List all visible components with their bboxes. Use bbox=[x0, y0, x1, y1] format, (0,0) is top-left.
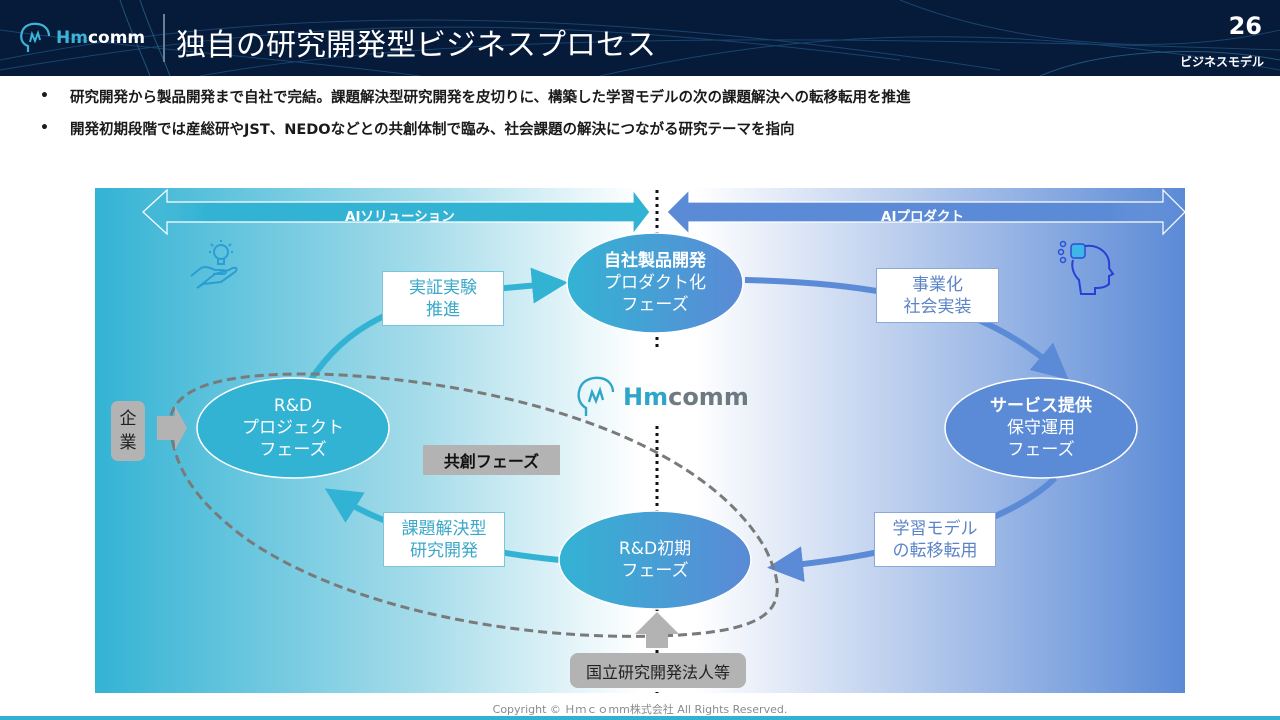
header-divider bbox=[163, 14, 165, 62]
kigyo-char1: 企 bbox=[119, 409, 137, 429]
ai-product-arrow bbox=[666, 188, 1185, 236]
phase-bottom-line1: R&D初期 bbox=[618, 539, 692, 559]
business-process-diagram: AIソリューション AIプロダクト 自社製品開発 プロダクト化 フェーズ サービ… bbox=[95, 188, 1185, 693]
ai-product-label: AIプロダクト bbox=[881, 209, 964, 225]
bullet-dot-icon: • bbox=[40, 120, 49, 136]
phase-left-line2: プロジェクト bbox=[242, 418, 344, 438]
center-logo-suffix: comm bbox=[668, 383, 749, 411]
logo-text: Hmcomm bbox=[56, 28, 145, 48]
phase-right-line2: 保守運用 bbox=[1007, 418, 1075, 438]
ai-solution-arrow bbox=[142, 188, 651, 236]
transition-line2: 社会実装 bbox=[903, 296, 972, 317]
phase-top-line3: フェーズ bbox=[621, 295, 689, 315]
slide-header: Hmcomm 独自の研究開発型ビジネスプロセス 26 ビジネスモデル bbox=[0, 0, 1280, 76]
bullet-item: • 開発初期段階では産総研やJST、NEDOなどとの共創体制で臨み、社会課題の解… bbox=[40, 118, 911, 138]
bullet-text: 開発初期段階では産総研やJST、NEDOなどとの共創体制で臨み、社会課題の解決に… bbox=[70, 121, 795, 138]
bullet-list: • 研究開発から製品開発まで自社で完結。課題解決型研究開発を皮切りに、構築した学… bbox=[40, 86, 911, 150]
header-wave-decoration bbox=[0, 0, 1280, 76]
phase-left-line1: R&D bbox=[273, 396, 313, 416]
page-number: 26 bbox=[1228, 12, 1262, 40]
kigyo-char2: 業 bbox=[119, 433, 137, 453]
phase-right-line3: フェーズ bbox=[1007, 440, 1075, 460]
logo-head-icon bbox=[20, 22, 51, 52]
phase-bottom-line2: フェーズ bbox=[621, 561, 689, 581]
footer-bar bbox=[0, 716, 1280, 720]
kokuritsu-arrow bbox=[635, 612, 679, 648]
company-logo: Hmcomm bbox=[18, 22, 145, 54]
center-logo: Hmcomm bbox=[623, 383, 749, 411]
bullet-text: 研究開発から製品開発まで自社で完結。課題解決型研究開発を皮切りに、構築した学習モ… bbox=[70, 89, 911, 106]
ai-solution-label: AIソリューション bbox=[345, 209, 455, 225]
bullet-item: • 研究開発から製品開発まで自社で完結。課題解決型研究開発を皮切りに、構築した学… bbox=[40, 86, 911, 106]
phase-right-text: サービス提供 保守運用 フェーズ bbox=[945, 391, 1137, 465]
kigyo-box: 企 業 bbox=[111, 401, 145, 461]
transition-label-top-to-right: 事業化 社会実装 bbox=[876, 268, 999, 323]
logo-text-prefix: Hm bbox=[56, 28, 88, 48]
section-label: ビジネスモデル bbox=[1179, 55, 1264, 69]
phase-ellipse-right bbox=[944, 377, 1138, 479]
phase-top-line2: プロダクト化 bbox=[604, 273, 706, 293]
hand-lightbulb-icon bbox=[190, 240, 238, 289]
transition-line1: 課題解決型 bbox=[401, 518, 487, 539]
phase-ellipse-top bbox=[566, 232, 744, 334]
hmcomm-center-logo-icon bbox=[577, 376, 615, 416]
phase-ellipse-left bbox=[196, 377, 390, 479]
center-logo-text: Hmcomm bbox=[623, 383, 749, 411]
bullet-dot-icon: • bbox=[40, 88, 49, 104]
co-creation-phase-label: 共創フェーズ bbox=[423, 445, 560, 475]
copyright-text: Copyright © Ｈｍｃｏmm株式会社 All Rights Reserv… bbox=[492, 703, 788, 716]
center-logo-prefix: Hm bbox=[623, 383, 669, 411]
transition-label-left-to-top: 実証実験 推進 bbox=[382, 271, 504, 326]
transition-line2: 研究開発 bbox=[410, 540, 478, 561]
ai-head-icon bbox=[1057, 240, 1115, 295]
national-research-institutes-box: 国立研究開発法人等 bbox=[570, 653, 746, 688]
phase-left-text: R&D プロジェクト フェーズ bbox=[197, 391, 389, 465]
phase-ellipse-bottom bbox=[558, 510, 752, 610]
transition-line1: 事業化 bbox=[912, 274, 963, 295]
transition-line2: の転移転用 bbox=[892, 540, 978, 561]
co-creation-dashed-loop bbox=[168, 372, 779, 638]
transition-label-bottom-to-left: 課題解決型 研究開発 bbox=[383, 512, 505, 567]
kigyo-arrow bbox=[157, 406, 187, 450]
logo-text-suffix: comm bbox=[87, 28, 146, 48]
transition-line1: 実証実験 bbox=[409, 277, 477, 298]
phase-left-line3: フェーズ bbox=[259, 440, 327, 460]
transition-line2: 推進 bbox=[426, 299, 460, 320]
phase-right-title: サービス提供 bbox=[990, 396, 1092, 416]
phase-top-text: 自社製品開発 プロダクト化 フェーズ bbox=[567, 246, 743, 320]
transition-line1: 学習モデル bbox=[892, 518, 978, 539]
page-title: 独自の研究開発型ビジネスプロセス bbox=[176, 28, 656, 63]
transition-label-right-to-bottom: 学習モデル の転移転用 bbox=[874, 512, 996, 567]
phase-bottom-text: R&D初期 フェーズ bbox=[559, 536, 751, 584]
phase-top-title: 自社製品開発 bbox=[604, 251, 706, 271]
